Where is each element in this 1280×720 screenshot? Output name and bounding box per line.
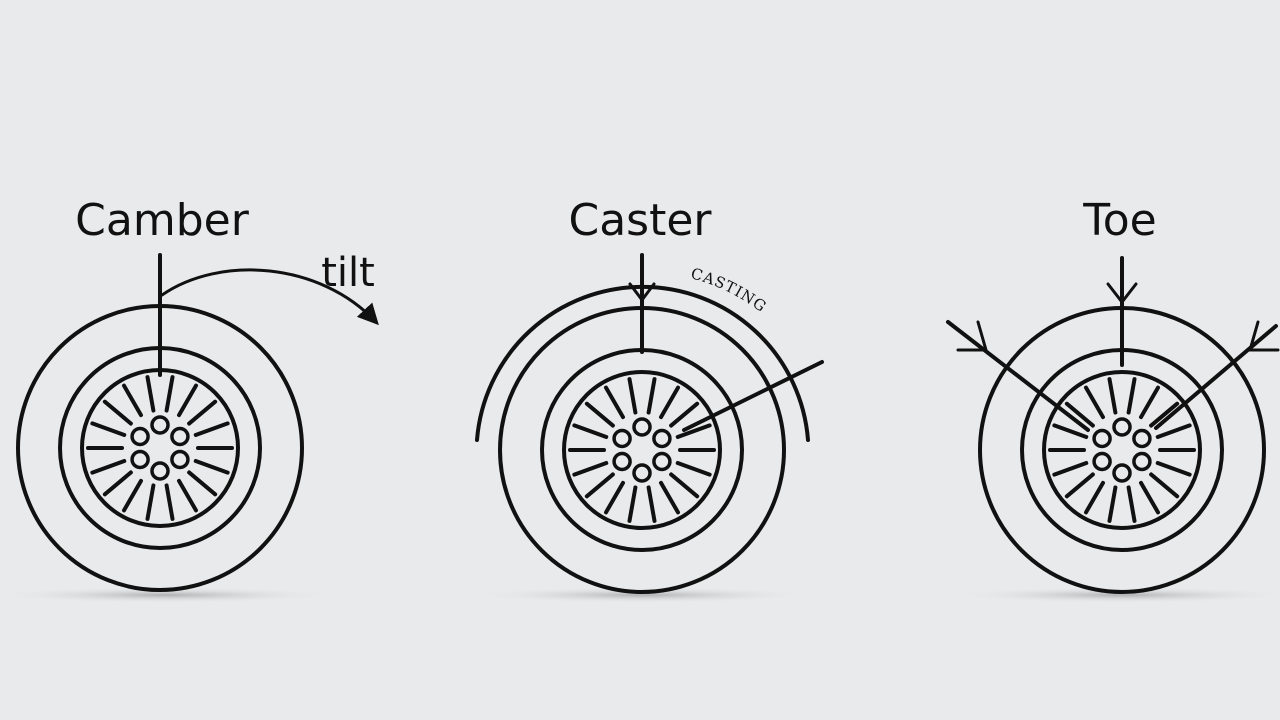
- caster-lug-nuts: [606, 414, 678, 486]
- wheel-spoke: [584, 472, 615, 499]
- lug-nut: [1132, 428, 1152, 449]
- wheel-spoke: [1149, 401, 1180, 428]
- wheel-spoke: [193, 421, 230, 438]
- lug-nut: [612, 428, 632, 449]
- hub-center: [124, 412, 196, 484]
- camber-tilt-label: tilt: [321, 250, 375, 296]
- wheel-spoke: [122, 383, 143, 418]
- wheel-spoke: [1084, 480, 1105, 515]
- wheel-spoke: [659, 480, 680, 515]
- caster-spokes: [568, 377, 716, 523]
- caster-inclination-line: [682, 360, 824, 432]
- lug-nut: [1092, 451, 1112, 472]
- camber-lug-nuts: [124, 412, 196, 484]
- wheel-spoke: [627, 377, 638, 415]
- wheel-spoke: [604, 385, 625, 420]
- wheel-spoke: [675, 423, 712, 440]
- wheel-spoke: [1126, 485, 1137, 523]
- wheel-spoke: [177, 383, 198, 418]
- toe-title: Toe: [1082, 195, 1156, 246]
- wheel-spoke: [1107, 485, 1118, 523]
- wheel-spoke: [1052, 460, 1089, 477]
- caster-hub-ring: [562, 370, 722, 530]
- wheel-spoke: [1064, 401, 1095, 428]
- lug-nut: [170, 449, 190, 470]
- wheel-spoke: [1149, 472, 1180, 499]
- wheel-spoke: [1139, 385, 1160, 420]
- toe-panel: Toe: [946, 195, 1280, 603]
- wheel-spoke: [102, 470, 133, 497]
- wheel-spoke: [669, 401, 700, 428]
- lug-nut: [1112, 417, 1132, 437]
- lug-nut: [652, 451, 672, 472]
- wheel-spoke: [1052, 423, 1089, 440]
- wheel-spoke: [102, 399, 133, 426]
- wheel-spoke: [572, 460, 609, 477]
- caster-down-arrowhead: [628, 282, 656, 303]
- wheel-spoke: [164, 375, 175, 413]
- lug-nut: [150, 415, 170, 435]
- lug-nut: [130, 449, 150, 470]
- caster-wheel: [498, 306, 786, 594]
- wheel-spoke: [90, 421, 127, 438]
- toe-right-arrow-line: [1154, 324, 1278, 430]
- wheel-spoke: [193, 458, 230, 475]
- camber-panel: Camber tilt: [0, 195, 379, 603]
- toe-ground-shadow: [952, 587, 1280, 603]
- caster-panel: Caster CASTING: [472, 195, 824, 603]
- lug-nut: [652, 428, 672, 449]
- camber-spokes: [86, 375, 234, 521]
- caster-annotation-text: CASTING: [689, 264, 770, 316]
- lug-nut: [1092, 428, 1112, 449]
- wheel-spoke: [669, 472, 700, 499]
- hub-center: [1086, 414, 1158, 486]
- wheel-spoke: [187, 470, 218, 497]
- wheel-spoke: [177, 478, 198, 513]
- toe-left-arrowhead: [956, 320, 988, 352]
- wheel-spoke: [572, 423, 609, 440]
- toe-spokes: [1048, 377, 1196, 523]
- wheel-spoke: [1084, 385, 1105, 420]
- camber-tilt-arrow: [160, 268, 379, 326]
- wheel-spoke: [584, 401, 615, 428]
- wheel-spoke: [90, 458, 127, 475]
- caster-title: Caster: [568, 195, 712, 246]
- toe-left-arrow-line: [946, 320, 1090, 432]
- wheel-spoke: [145, 375, 156, 413]
- wheel-spoke: [1139, 480, 1160, 515]
- camber-ground-shadow: [0, 587, 335, 603]
- toe-wheel: [978, 306, 1266, 594]
- toe-right-arrowhead: [1248, 320, 1280, 352]
- wheel-spoke: [675, 460, 712, 477]
- wheel-spoke: [187, 399, 218, 426]
- lug-nut: [612, 451, 632, 472]
- caster-ground-shadow: [472, 587, 812, 603]
- wheel-spoke: [646, 377, 657, 415]
- wheel-spoke: [646, 485, 657, 523]
- lug-nut: [632, 417, 652, 437]
- wheel-spoke: [1064, 472, 1095, 499]
- lug-nut: [632, 463, 652, 483]
- wheel-spoke: [122, 478, 143, 513]
- wheel-spoke: [1107, 377, 1118, 415]
- toe-lug-nuts: [1086, 414, 1158, 486]
- wheel-spoke: [145, 483, 156, 521]
- lug-nut: [150, 461, 170, 481]
- toe-hub-ring: [1042, 370, 1202, 530]
- wheel-spoke: [659, 385, 680, 420]
- wheel-spoke: [1155, 423, 1192, 440]
- lug-nut: [1112, 463, 1132, 483]
- toe-down-arrowhead: [1106, 282, 1138, 305]
- hub-center: [606, 414, 678, 486]
- wheel-spoke: [1155, 460, 1192, 477]
- wheel-spoke: [604, 480, 625, 515]
- wheel-spoke: [164, 483, 175, 521]
- wheel-spoke: [627, 485, 638, 523]
- lug-nut: [130, 426, 150, 447]
- camber-title: Camber: [75, 195, 250, 246]
- wheel-spoke: [1126, 377, 1137, 415]
- lug-nut: [1132, 451, 1152, 472]
- lug-nut: [170, 426, 190, 447]
